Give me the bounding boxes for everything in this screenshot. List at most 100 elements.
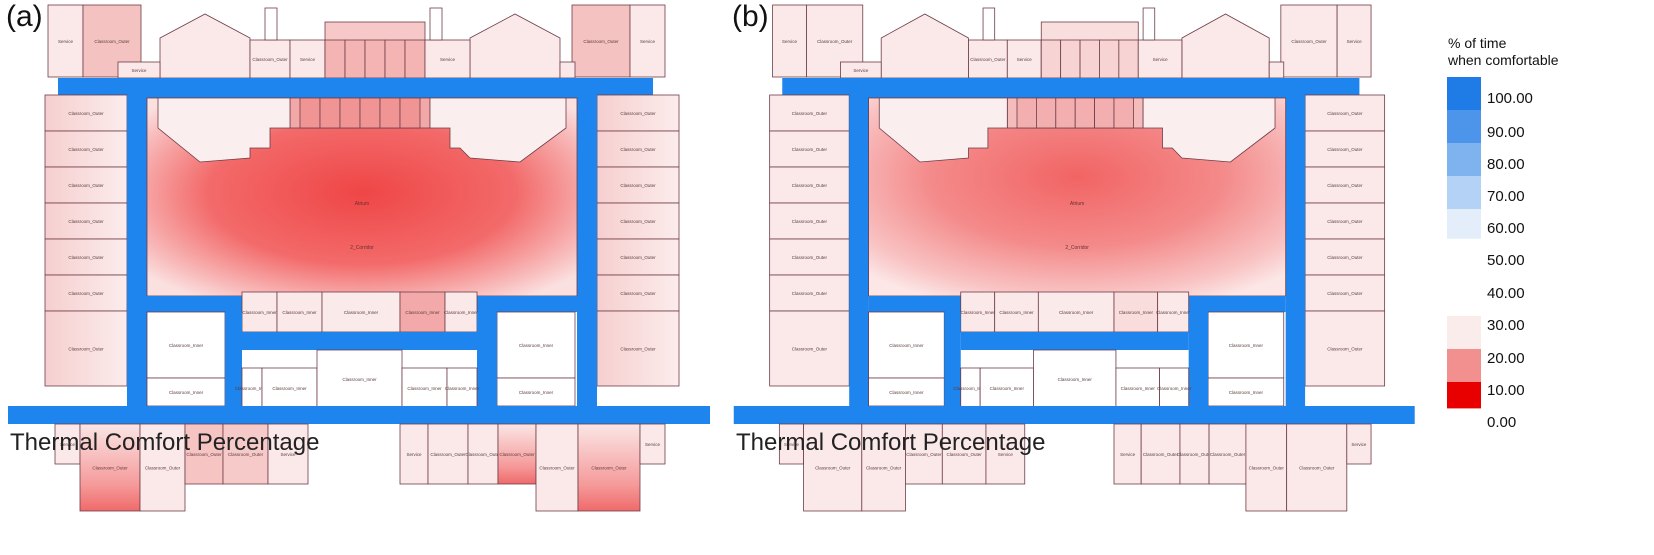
room-service: [985, 423, 1026, 485]
corridor: [242, 332, 477, 350]
room-classroom-outer: [596, 166, 680, 204]
legend-tick: 50.00: [1487, 252, 1525, 269]
room-label: Classroom_Outer: [1327, 111, 1363, 116]
room-label: Classroom_Outer: [792, 347, 828, 352]
room-classroom-inner: [868, 311, 945, 379]
room-cell: [1099, 39, 1120, 79]
panel-label-a: (a): [6, 0, 43, 33]
room-label: Classroom_Outer: [1177, 452, 1213, 457]
room-classroom-inner: [146, 377, 226, 407]
room-label: Service: [998, 452, 1014, 457]
room-label: Classroom_Outer: [591, 466, 627, 471]
room-classroom-inner-right: [429, 97, 567, 163]
legend-tick: 90.00: [1487, 124, 1525, 141]
room-label: Classroom_Outer: [228, 452, 264, 457]
room-label: Classroom_Outer: [1249, 466, 1285, 471]
corridor: [225, 312, 242, 410]
room-classroom-inner: [1159, 367, 1190, 409]
room-label: Classroom_Inner: [889, 343, 924, 348]
room-label: Service: [300, 57, 316, 62]
room-label: Service: [1017, 57, 1033, 62]
room-classroom-inner: [960, 291, 996, 333]
room-label: Classroom_Inner: [344, 310, 379, 315]
corridor: [127, 95, 147, 410]
room-label: Classroom_Outer: [970, 57, 1006, 62]
room-cell: [1060, 39, 1081, 79]
room-label: Classroom_Outer: [620, 291, 656, 296]
room-label: Classroom_Outer: [792, 291, 828, 296]
room-cell: [1094, 97, 1115, 129]
room-classroom-outer: [769, 202, 850, 240]
room-label: Classroom_Inner: [405, 310, 440, 315]
room-tower: [1142, 7, 1156, 41]
room-label: Classroom_Outer: [539, 466, 575, 471]
room-classroom-outer: [44, 94, 128, 132]
room-label: Classroom_Outer: [792, 147, 828, 152]
room-classroom-outer: [44, 274, 128, 312]
room-classroom-outer: [769, 274, 850, 312]
room-label: Service: [640, 39, 656, 44]
room-classroom-inner: [399, 291, 446, 333]
room-tower: [982, 7, 996, 41]
room-label: Classroom_Outer: [583, 39, 619, 44]
room-classroom-inner: [1037, 291, 1115, 333]
room-label: Service: [1120, 452, 1136, 457]
room-classroom-inner: [868, 377, 945, 407]
room-classroom-outer: [803, 423, 863, 512]
room-label: Classroom_Outer: [620, 111, 656, 116]
room-label: Classroom_Outer: [815, 466, 851, 471]
room-classroom-outer: [535, 423, 579, 512]
room-label: Service: [406, 452, 422, 457]
room-service: [1113, 423, 1142, 485]
room-label: Classroom_Outer: [620, 183, 656, 188]
room-cell: [1118, 39, 1139, 79]
room-label: Classroom_Outer: [817, 39, 853, 44]
room-classroom-outer: [861, 423, 906, 512]
corridor: [782, 78, 1360, 98]
panel-label-b: (b): [732, 0, 769, 33]
room-label: Classroom_Inner: [961, 310, 996, 315]
room-label: Classroom_Inner: [1229, 390, 1264, 395]
corridor: [849, 95, 869, 410]
room-label: Classroom_Outer: [792, 255, 828, 260]
room-classroom-outer: [769, 310, 850, 387]
room-classroom-inner-right: [1142, 97, 1276, 163]
caption-b: Thermal Comfort Percentage: [736, 429, 1046, 456]
room-label: Classroom_Inner: [282, 310, 317, 315]
room-label: Classroom_Inner: [519, 390, 554, 395]
room-label: Classroom_Outer: [1143, 452, 1179, 457]
room-label: Classroom_Outer: [1327, 147, 1363, 152]
room-label: Classroom_Outer: [145, 466, 181, 471]
room-label: Classroom_Outer: [1327, 255, 1363, 260]
room-gabled-left: [159, 13, 251, 79]
room-label: Service: [1153, 57, 1169, 62]
room-cell: [1113, 97, 1134, 129]
room-classroom-inner: [401, 367, 448, 409]
room-classroom-outer: [44, 202, 128, 240]
corridor: [58, 78, 653, 98]
room-cell: [1036, 97, 1057, 129]
legend-tick: 20.00: [1487, 350, 1525, 367]
room-label: Service: [784, 442, 800, 447]
room-label: Service: [1347, 39, 1363, 44]
legend-title-line1: % of time: [1448, 35, 1507, 51]
legend-swatch: [1447, 316, 1481, 349]
room-cell: [404, 39, 426, 79]
room-cell: [1074, 97, 1095, 129]
room-classroom-outer: [1304, 202, 1386, 240]
room-label: Classroom_Inner: [407, 386, 442, 391]
caption-a: Thermal Comfort Percentage: [10, 429, 320, 456]
room-label: Classroom_Outer: [1291, 39, 1327, 44]
room-classroom-outer: [1304, 238, 1386, 276]
room-cell: [344, 39, 366, 79]
room-classroom-outer: [79, 423, 141, 512]
legend-swatch: [1447, 143, 1481, 176]
room-service: [424, 39, 471, 79]
room-cell: [1055, 97, 1076, 129]
legend-tick: 60.00: [1487, 220, 1525, 237]
legend-tick: 30.00: [1487, 317, 1525, 334]
room-label: Classroom_Inner: [242, 310, 277, 315]
room-label: Classroom_Inner: [1229, 343, 1264, 348]
